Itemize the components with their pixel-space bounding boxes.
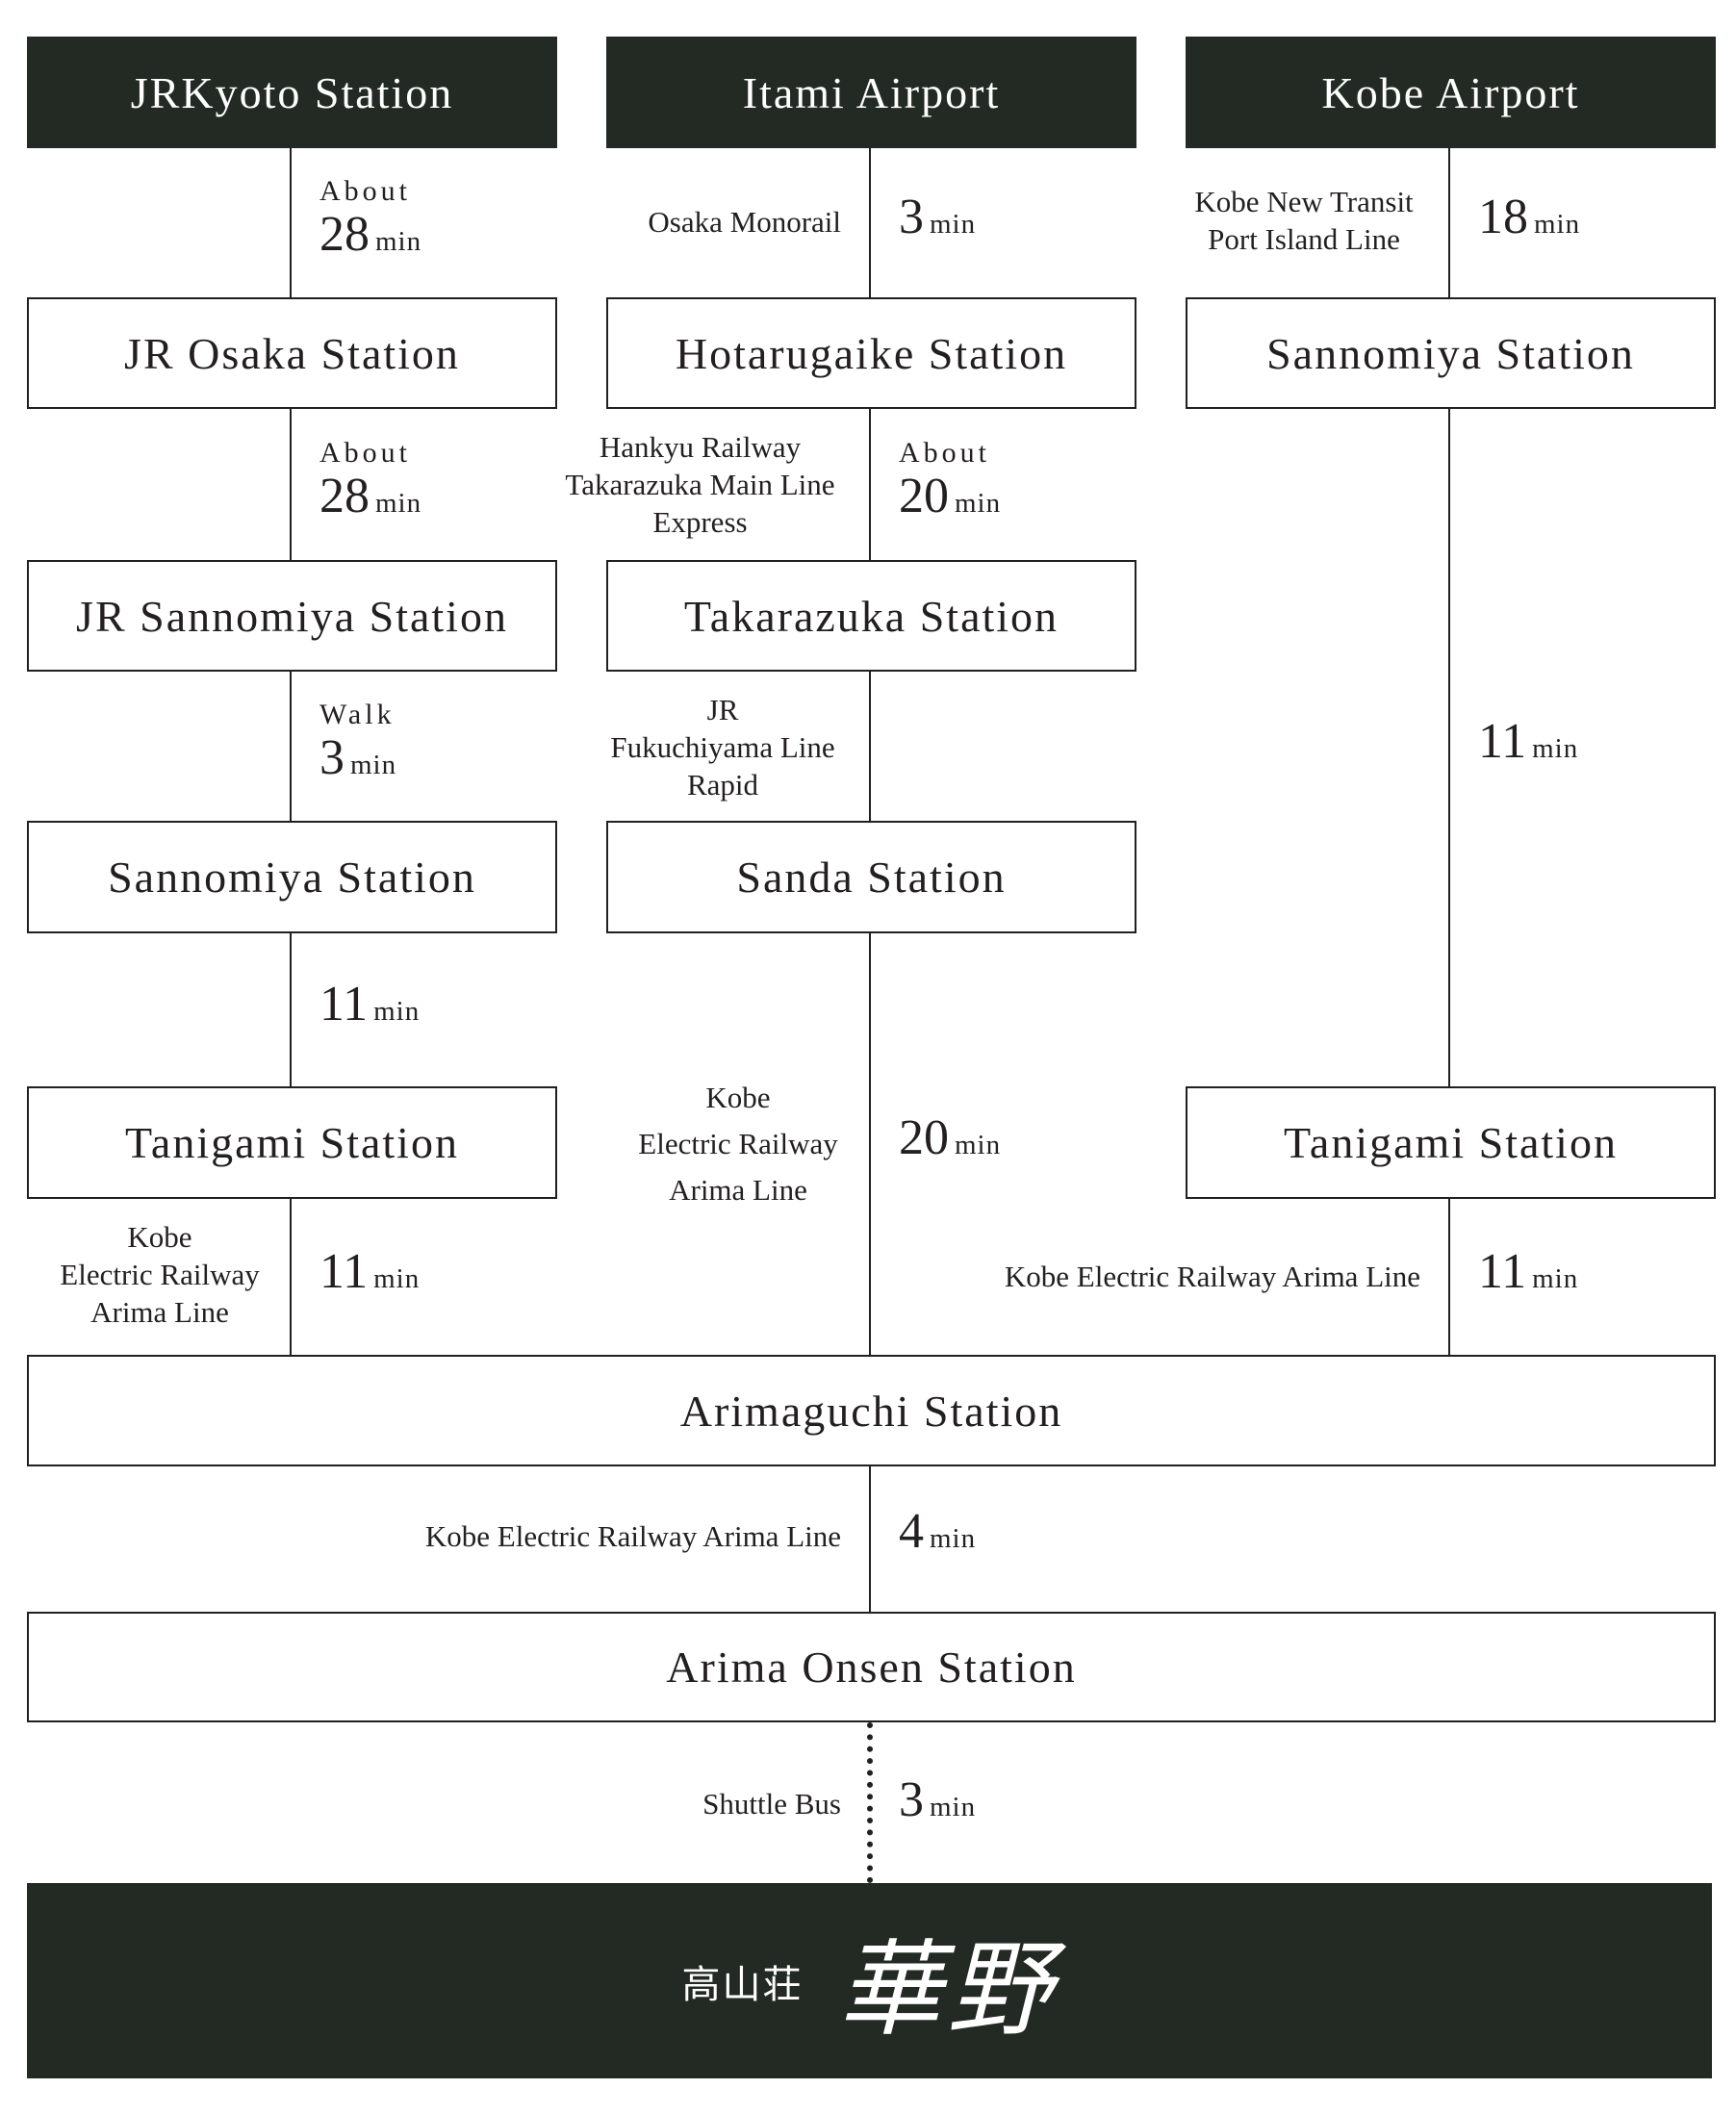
line-label-shuttle-bus: Shuttle Bus xyxy=(702,1787,841,1821)
line-label-hankyu: Hankyu Railway Takarazuka Main Line Expr… xyxy=(565,430,835,539)
station-jr-osaka: JR Osaka Station xyxy=(27,297,557,409)
station-tanigami-right: Tanigami Station xyxy=(1186,1086,1716,1199)
route-line xyxy=(290,672,292,821)
route-line xyxy=(869,409,871,560)
route-line xyxy=(1448,1199,1450,1355)
logo-subtitle: 高山荘 xyxy=(681,1962,804,2006)
route-line xyxy=(290,933,292,1086)
route-line xyxy=(869,672,871,821)
station-tanigami-left: Tanigami Station xyxy=(27,1086,557,1199)
line-label-kobe-new-transit: Kobe New Transit Port Island Line xyxy=(1194,185,1414,256)
line-label-kobe-electric-bottom: Kobe Electric Railway Arima Line xyxy=(424,1519,841,1553)
station-sannomiya-left: Sannomiya Station xyxy=(27,821,557,933)
route-line xyxy=(869,148,871,297)
station-arima-onsen: Arima Onsen Station xyxy=(27,1612,1716,1722)
station-arimaguchi: Arimaguchi Station xyxy=(27,1355,1716,1466)
shuttle-dotted-line xyxy=(867,1722,873,1883)
route-line xyxy=(1448,148,1450,297)
station-jr-sannomiya: JR Sannomiya Station xyxy=(27,560,557,672)
origin-kobe-airport: Kobe Airport xyxy=(1186,37,1716,148)
route-line xyxy=(290,409,292,560)
station-sanda: Sanda Station xyxy=(606,821,1136,933)
route-line xyxy=(1448,409,1450,1086)
origin-jr-kyoto-station: JRKyoto Station xyxy=(27,37,557,148)
station-hotarugaike: Hotarugaike Station xyxy=(606,297,1136,409)
line-label-kobe-electric-right: Kobe Electric Railway Arima Line xyxy=(1004,1260,1420,1293)
station-sannomiya-right: Sannomiya Station xyxy=(1186,297,1716,409)
route-line xyxy=(290,148,292,297)
route-line xyxy=(869,1466,871,1612)
logo-title: 華野 xyxy=(837,1933,1058,2049)
destination-logo-banner: 高山荘 華野 xyxy=(27,1883,1712,2078)
line-label-osaka-monorail: Osaka Monorail xyxy=(648,205,841,239)
route-line xyxy=(869,933,871,1355)
line-label-kobe-electric-mid: Kobe Electric Railway Arima Line xyxy=(638,1081,838,1207)
origin-itami-airport: Itami Airport xyxy=(606,37,1136,148)
line-label-jr-fukuchiyama: JR Fukuchiyama Line Rapid xyxy=(610,693,835,802)
destination-logo: 高山荘 華野 xyxy=(27,1883,1712,2078)
route-line xyxy=(290,1199,292,1355)
station-takarazuka: Takarazuka Station xyxy=(606,560,1136,672)
line-label-kobe-electric-left: Kobe Electric Railway Arima Line xyxy=(60,1220,260,1329)
